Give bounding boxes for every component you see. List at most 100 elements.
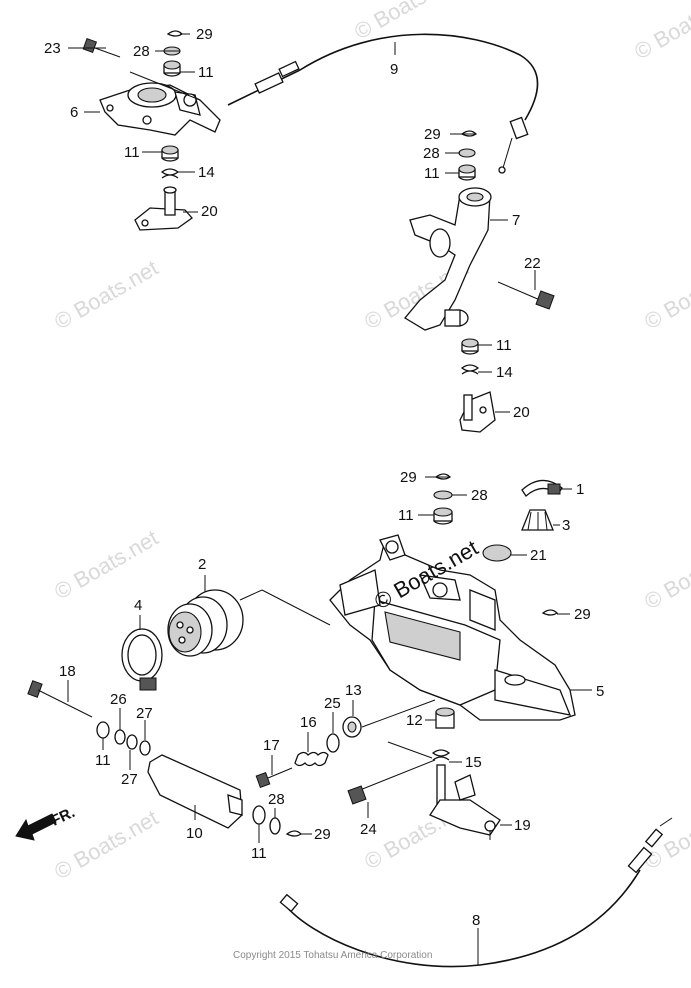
arm-7 bbox=[404, 187, 492, 331]
callout-12: 12 bbox=[406, 712, 423, 729]
callout-29: 29 bbox=[400, 469, 417, 486]
callout-17: 17 bbox=[263, 737, 280, 754]
washer-28 bbox=[269, 817, 281, 835]
callout-16: 16 bbox=[300, 714, 317, 731]
callout-1: 1 bbox=[576, 481, 584, 498]
callout-4: 4 bbox=[134, 597, 142, 614]
watermark: © Boats.net bbox=[50, 255, 162, 334]
washer-28 bbox=[458, 148, 476, 158]
callout-22: 22 bbox=[524, 255, 541, 272]
callout-11: 11 bbox=[251, 845, 267, 862]
front-direction-arrow: FR. bbox=[15, 804, 78, 841]
washer-26 bbox=[114, 729, 126, 745]
clamp-4 bbox=[121, 628, 163, 691]
callout-2: 2 bbox=[198, 556, 206, 573]
lever-19 bbox=[429, 764, 501, 840]
callout-29: 29 bbox=[196, 26, 213, 43]
direction-label: FR. bbox=[49, 804, 78, 830]
callout-11: 11 bbox=[496, 337, 512, 354]
clip-29 bbox=[541, 609, 559, 616]
watermark: © Boats.net bbox=[640, 795, 691, 874]
left-parts bbox=[27, 589, 244, 829]
watermark: © Boats.net bbox=[50, 525, 162, 604]
callout-27: 27 bbox=[121, 771, 138, 788]
callout-6: 6 bbox=[70, 104, 78, 121]
watermark: © Boats.net bbox=[630, 0, 691, 64]
bushing-11 bbox=[96, 721, 110, 739]
callout-29: 29 bbox=[574, 606, 591, 623]
callout-20: 20 bbox=[201, 203, 218, 220]
upper-left-bracket-assembly bbox=[82, 30, 221, 231]
clip-1 bbox=[521, 479, 563, 497]
main-bracket-assembly: © Boats.net bbox=[329, 473, 576, 721]
callout-3: 3 bbox=[562, 517, 570, 534]
callout-14: 14 bbox=[496, 364, 513, 381]
spring-14 bbox=[160, 168, 180, 179]
bushing-11 bbox=[163, 60, 181, 77]
callout-11: 11 bbox=[198, 64, 214, 81]
callout-26: 26 bbox=[110, 691, 127, 708]
callout-28: 28 bbox=[471, 487, 488, 504]
cable-8 bbox=[279, 817, 673, 968]
callout-5: 5 bbox=[596, 683, 604, 700]
bolt-18 bbox=[27, 680, 93, 718]
washer-27 bbox=[139, 740, 151, 756]
washer-25 bbox=[326, 733, 340, 753]
callout-20: 20 bbox=[513, 404, 530, 421]
callout-10: 10 bbox=[186, 825, 203, 842]
bolt-22 bbox=[497, 281, 555, 310]
callout-14: 14 bbox=[198, 164, 215, 181]
callout-labels: 1 2 3 4 5 6 7 8 9 10 11 11 11 11 11 11 1… bbox=[44, 26, 604, 929]
watermark: © Boats.net bbox=[350, 0, 462, 44]
bushing-11 bbox=[252, 805, 266, 825]
lever-20 bbox=[134, 186, 193, 231]
bushing-11 bbox=[433, 507, 453, 525]
bushing-13 bbox=[342, 716, 362, 738]
callout-28: 28 bbox=[423, 145, 440, 162]
callout-7: 7 bbox=[512, 212, 520, 229]
lever-19-assembly bbox=[429, 749, 501, 840]
spring-14 bbox=[460, 364, 480, 375]
bushing-12 bbox=[435, 707, 455, 729]
mount-2 bbox=[167, 589, 244, 657]
callout-11: 11 bbox=[398, 507, 414, 524]
callout-21: 21 bbox=[530, 547, 547, 564]
bolt-17 bbox=[255, 767, 293, 788]
bushing-11 bbox=[458, 164, 476, 181]
clip-29 bbox=[285, 830, 303, 837]
callout-11: 11 bbox=[124, 144, 140, 161]
bracket-6 bbox=[99, 82, 221, 136]
spring-16 bbox=[294, 751, 329, 767]
upper-right-arm-assembly bbox=[404, 130, 555, 433]
watermark: © Boats.net bbox=[640, 535, 691, 614]
washer-27 bbox=[126, 734, 138, 750]
callout-15: 15 bbox=[465, 754, 482, 771]
grommet-3 bbox=[521, 509, 554, 531]
center-parts bbox=[252, 707, 455, 837]
callout-13: 13 bbox=[345, 682, 362, 699]
cap-21 bbox=[482, 544, 512, 562]
callout-28: 28 bbox=[133, 43, 150, 60]
cable-9 bbox=[227, 33, 539, 174]
callout-8: 8 bbox=[472, 912, 480, 929]
washer-28 bbox=[433, 490, 453, 500]
callout-11: 11 bbox=[424, 165, 440, 182]
callout-23: 23 bbox=[44, 40, 61, 57]
callout-29: 29 bbox=[424, 126, 441, 143]
bushing-11 bbox=[461, 338, 479, 355]
bolt-24 bbox=[347, 779, 386, 805]
spring-15 bbox=[431, 749, 451, 761]
callout-19: 19 bbox=[514, 817, 531, 834]
leader-lines bbox=[67, 33, 592, 965]
bolt-23 bbox=[82, 37, 121, 58]
callout-28: 28 bbox=[268, 791, 285, 808]
callout-11: 11 bbox=[95, 752, 111, 769]
bracket-5: © Boats.net bbox=[329, 534, 576, 721]
bushing-11 bbox=[161, 145, 179, 162]
handle-10 bbox=[147, 754, 243, 829]
callout-27: 27 bbox=[136, 705, 153, 722]
watermark: © Boats.net bbox=[640, 255, 691, 334]
callout-9: 9 bbox=[390, 61, 398, 78]
callout-24: 24 bbox=[360, 821, 377, 838]
